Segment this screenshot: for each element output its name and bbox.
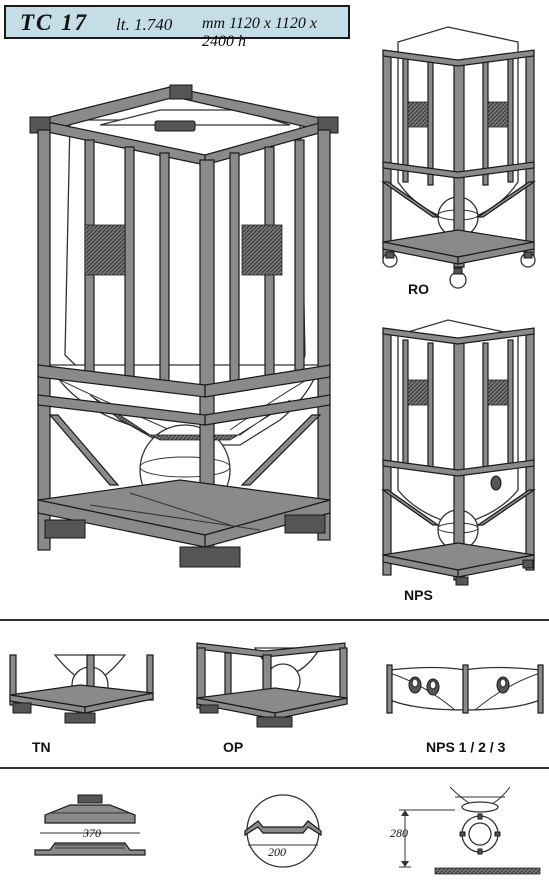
- title-bar: TC 17 lt. 1.740 mm 1120 x 1120 x 2400 h: [4, 5, 350, 50]
- ro-variant-drawing: [381, 26, 536, 289]
- nps-variant-drawing: [381, 319, 536, 586]
- model-code: TC 17: [20, 10, 89, 35]
- tn-label: TN: [32, 739, 51, 755]
- lid-dimension: 370: [83, 826, 101, 840]
- main-tank-drawing: [29, 84, 339, 568]
- outlet-detail-drawing: [244, 794, 322, 868]
- op-base-drawing: [196, 642, 348, 728]
- section-divider: [0, 619, 549, 621]
- height-detail-drawing: [399, 786, 541, 875]
- ro-label: RO: [408, 281, 429, 297]
- outlet-dimension: 200: [268, 845, 286, 859]
- nps-label: NPS: [404, 587, 433, 603]
- lid-detail-drawing: [34, 794, 146, 856]
- capacity-label: lt. 1.740: [116, 15, 173, 34]
- op-label: OP: [223, 739, 244, 755]
- nps-outlets-drawing: [386, 664, 544, 714]
- height-dimension: 280: [390, 826, 408, 840]
- section-divider: [0, 767, 549, 769]
- dimensions-label: mm 1120 x 1120 x 2400 h: [202, 15, 317, 50]
- nps-123-label: NPS 1 / 2 / 3: [426, 739, 506, 755]
- tn-base-drawing: [9, 654, 154, 724]
